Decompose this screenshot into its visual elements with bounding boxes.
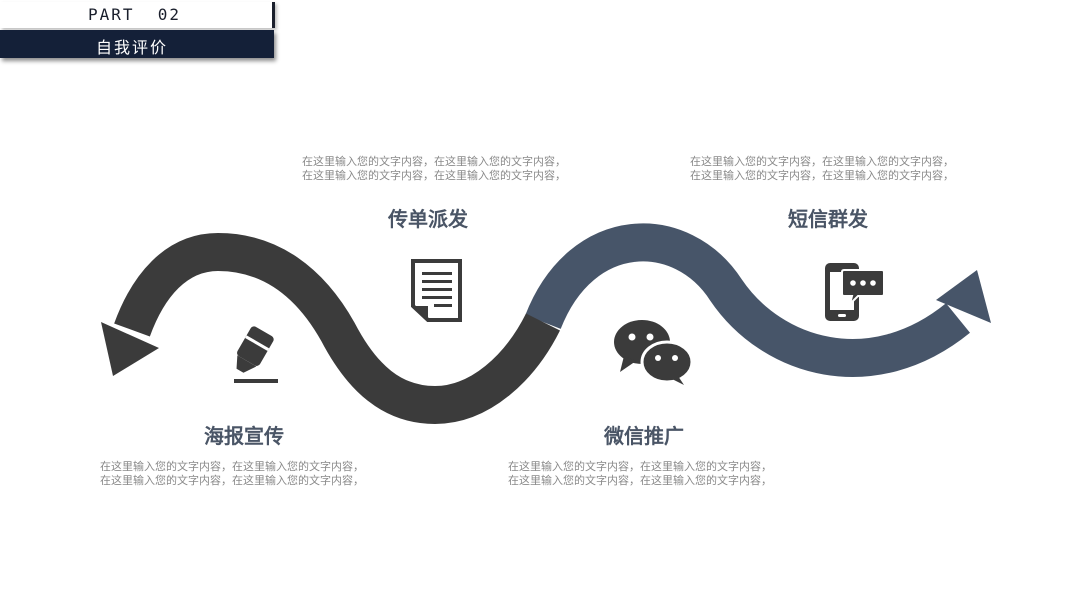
document-icon [411, 259, 462, 322]
step-title-wechat: 微信推广 [604, 424, 684, 448]
blue-arrow-body [525, 223, 970, 377]
mobile-message-icon [825, 263, 885, 321]
step-desc-line: 在这里输入您的文字内容，在这里输入您的文字内容， [690, 155, 954, 168]
step-desc-line: 在这里输入您的文字内容，在这里输入您的文字内容， [508, 460, 772, 473]
wechat-icon [614, 320, 694, 385]
step-desc-line: 在这里输入您的文字内容，在这里输入您的文字内容， [302, 155, 566, 168]
section-title: 自我评价 [96, 38, 169, 57]
section-header: PART 02 自我评价 [0, 0, 276, 60]
step-title-poster: 海报宣传 [204, 424, 284, 448]
step-title-sms: 短信群发 [788, 207, 868, 231]
step-desc-flyer: 在这里输入您的文字内容，在这里输入您的文字内容， 在这里输入您的文字内容，在这里… [302, 155, 566, 183]
part-label-box: PART 02 [0, 2, 275, 28]
left-arrowhead [101, 322, 159, 376]
section-title-bar: 自我评价 [0, 30, 274, 58]
step-desc-line: 在这里输入您的文字内容，在这里输入您的文字内容， [690, 169, 954, 182]
step-desc-line: 在这里输入您的文字内容，在这里输入您的文字内容， [302, 169, 566, 182]
step-title-flyer: 传单派发 [388, 207, 468, 231]
step-desc-line: 在这里输入您的文字内容，在这里输入您的文字内容， [100, 460, 364, 473]
step-desc-wechat: 在这里输入您的文字内容，在这里输入您的文字内容， 在这里输入您的文字内容，在这里… [508, 460, 772, 488]
dark-arrow-body [114, 232, 560, 425]
step-desc-line: 在这里输入您的文字内容，在这里输入您的文字内容， [100, 474, 364, 487]
part-label: PART 02 [88, 5, 182, 24]
step-desc-line: 在这里输入您的文字内容，在这里输入您的文字内容， [508, 474, 772, 487]
step-desc-sms: 在这里输入您的文字内容，在这里输入您的文字内容， 在这里输入您的文字内容，在这里… [690, 155, 954, 183]
marker-icon [234, 326, 278, 383]
step-desc-poster: 在这里输入您的文字内容，在这里输入您的文字内容， 在这里输入您的文字内容，在这里… [100, 460, 364, 488]
right-arrowhead [936, 270, 991, 323]
